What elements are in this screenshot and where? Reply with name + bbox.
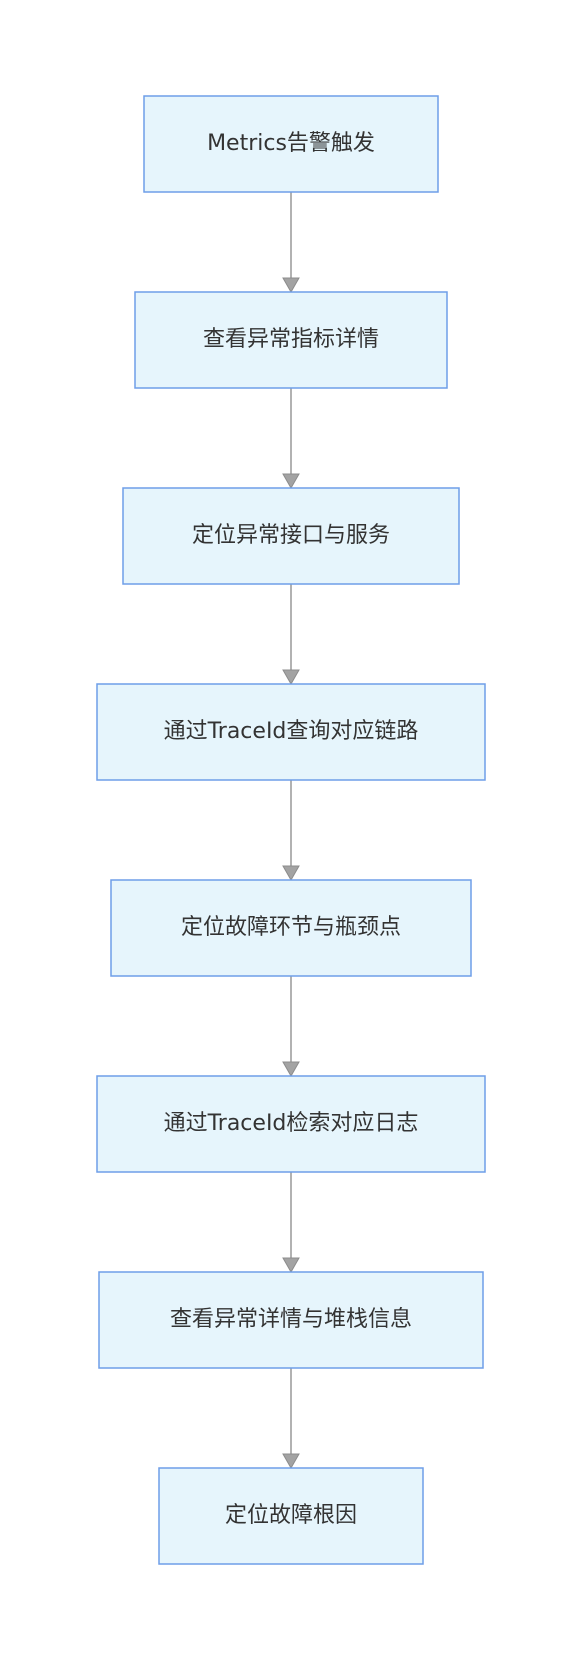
flow-node-view-metric-details[interactable]: 查看异常指标详情 <box>134 291 448 389</box>
flow-node-label: 查看异常详情与堆栈信息 <box>170 1307 412 1332</box>
flow-node-root-cause[interactable]: 定位故障根因 <box>158 1467 424 1565</box>
flow-node-view-stacktrace[interactable]: 查看异常详情与堆栈信息 <box>98 1271 484 1369</box>
edge-n7-n8 <box>282 1368 300 1470</box>
flow-node-label: 定位故障环节与瓶颈点 <box>181 915 401 940</box>
edge-n4-n5 <box>282 780 300 882</box>
flow-node-query-trace[interactable]: 通过TraceId查询对应链路 <box>96 683 486 781</box>
flow-node-label: 定位异常接口与服务 <box>192 523 390 548</box>
edge-n3-n4 <box>282 584 300 686</box>
edge-n5-n6 <box>282 976 300 1078</box>
flow-node-search-logs[interactable]: 通过TraceId检索对应日志 <box>96 1075 486 1173</box>
flow-node-locate-bottleneck[interactable]: 定位故障环节与瓶颈点 <box>110 879 472 977</box>
edge-n1-n2 <box>282 192 300 294</box>
flow-node-label: 通过TraceId检索对应日志 <box>164 1111 419 1136</box>
flow-node-metrics-alert[interactable]: Metrics告警触发 <box>143 95 439 193</box>
flow-node-locate-interface-service[interactable]: 定位异常接口与服务 <box>122 487 460 585</box>
edge-n6-n7 <box>282 1172 300 1274</box>
flow-node-label: 通过TraceId查询对应链路 <box>164 719 419 744</box>
flow-node-label: 定位故障根因 <box>225 1503 357 1528</box>
flow-node-label: Metrics告警触发 <box>207 131 375 156</box>
edge-n2-n3 <box>282 388 300 490</box>
edges <box>282 192 300 1470</box>
flow-node-label: 查看异常指标详情 <box>203 327 379 352</box>
